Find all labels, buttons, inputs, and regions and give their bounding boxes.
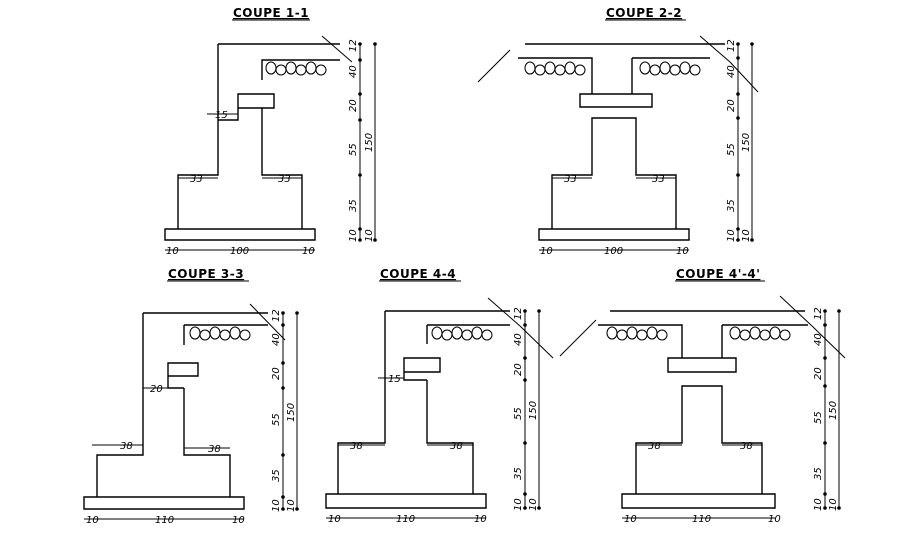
svg-text:20: 20 xyxy=(271,367,282,380)
svg-text:55: 55 xyxy=(513,407,524,420)
section-title: COUPE 2-2 xyxy=(606,6,682,20)
svg-text:40: 40 xyxy=(271,333,282,346)
svg-text:40: 40 xyxy=(513,333,524,346)
svg-text:40: 40 xyxy=(348,65,359,78)
svg-text:10: 10 xyxy=(232,515,245,526)
svg-text:20: 20 xyxy=(150,384,163,395)
svg-text:10: 10 xyxy=(768,514,781,525)
svg-text:35: 35 xyxy=(348,199,359,212)
svg-text:12: 12 xyxy=(726,39,737,52)
section-title: COUPE 3-3 xyxy=(168,267,244,281)
svg-text:10: 10 xyxy=(286,499,297,512)
svg-text:40: 40 xyxy=(726,65,737,78)
svg-text:38: 38 xyxy=(450,441,463,452)
svg-text:38: 38 xyxy=(740,441,753,452)
svg-text:10: 10 xyxy=(86,515,99,526)
svg-text:20: 20 xyxy=(348,99,359,112)
svg-text:110: 110 xyxy=(692,514,711,525)
svg-text:38: 38 xyxy=(120,441,133,452)
section-coupe-4-4: COUPE 4-4 12 40 20 55 35 10 10 150 15 38… xyxy=(325,267,554,525)
svg-text:15: 15 xyxy=(215,110,228,121)
svg-text:12: 12 xyxy=(513,307,524,320)
svg-text:35: 35 xyxy=(271,469,282,482)
section-outline xyxy=(83,312,268,510)
svg-text:10: 10 xyxy=(166,246,179,257)
svg-text:100: 100 xyxy=(604,246,623,257)
svg-text:55: 55 xyxy=(271,413,282,426)
section-title: COUPE 1-1 xyxy=(233,6,309,20)
svg-text:10: 10 xyxy=(828,498,839,511)
svg-text:10: 10 xyxy=(513,498,524,511)
svg-text:15: 15 xyxy=(388,374,401,385)
svg-text:33: 33 xyxy=(652,174,665,185)
section-coupe-2-2: COUPE 2-2 12 40 20 55 35 10 10 150 33 xyxy=(477,6,759,257)
svg-text:110: 110 xyxy=(155,515,174,526)
svg-text:10: 10 xyxy=(474,514,487,525)
svg-text:55: 55 xyxy=(813,411,824,424)
svg-text:12: 12 xyxy=(348,39,359,52)
svg-text:38: 38 xyxy=(648,441,661,452)
svg-text:33: 33 xyxy=(278,174,291,185)
section-coupe-4p-4p: COUPE 4'-4' 12 40 20 55 35 10 10 150 38 xyxy=(559,267,846,525)
section-coupe-1-1: COUPE 1-1 12 40 20 55 35 10 10 150 15 33 xyxy=(164,6,377,257)
svg-text:10: 10 xyxy=(302,246,315,257)
svg-text:38: 38 xyxy=(350,441,363,452)
svg-text:55: 55 xyxy=(726,143,737,156)
section-outline xyxy=(325,310,510,509)
svg-text:150: 150 xyxy=(528,401,539,420)
svg-text:10: 10 xyxy=(540,246,553,257)
svg-text:100: 100 xyxy=(230,246,249,257)
rebar-group xyxy=(265,61,327,76)
svg-text:33: 33 xyxy=(190,174,203,185)
svg-text:150: 150 xyxy=(741,133,752,152)
svg-text:35: 35 xyxy=(813,467,824,480)
svg-text:110: 110 xyxy=(396,514,415,525)
svg-text:20: 20 xyxy=(513,363,524,376)
svg-text:10: 10 xyxy=(328,514,341,525)
svg-text:150: 150 xyxy=(364,133,375,152)
svg-text:10: 10 xyxy=(813,498,824,511)
section-coupe-3-3: COUPE 3-3 12 40 20 55 35 10 10 150 20 38… xyxy=(83,267,299,526)
svg-text:10: 10 xyxy=(624,514,637,525)
section-title: COUPE 4-4 xyxy=(380,267,456,281)
svg-text:38: 38 xyxy=(208,444,221,455)
section-outline xyxy=(598,310,808,509)
svg-text:10: 10 xyxy=(528,498,539,511)
svg-text:10: 10 xyxy=(676,246,689,257)
svg-text:55: 55 xyxy=(348,143,359,156)
svg-text:10: 10 xyxy=(271,499,282,512)
section-outline xyxy=(164,43,340,241)
svg-text:33: 33 xyxy=(564,174,577,185)
section-title: COUPE 4'-4' xyxy=(676,267,760,281)
svg-text:10: 10 xyxy=(348,229,359,242)
svg-text:10: 10 xyxy=(726,229,737,242)
svg-text:12: 12 xyxy=(813,307,824,320)
section-outline xyxy=(518,43,725,241)
svg-text:20: 20 xyxy=(726,99,737,112)
svg-text:150: 150 xyxy=(828,401,839,420)
svg-text:12: 12 xyxy=(271,309,282,322)
svg-text:40: 40 xyxy=(813,333,824,346)
svg-text:10: 10 xyxy=(364,229,375,242)
svg-text:10: 10 xyxy=(741,229,752,242)
svg-text:20: 20 xyxy=(813,367,824,380)
svg-text:150: 150 xyxy=(286,403,297,422)
svg-text:35: 35 xyxy=(726,199,737,212)
svg-text:35: 35 xyxy=(513,467,524,480)
